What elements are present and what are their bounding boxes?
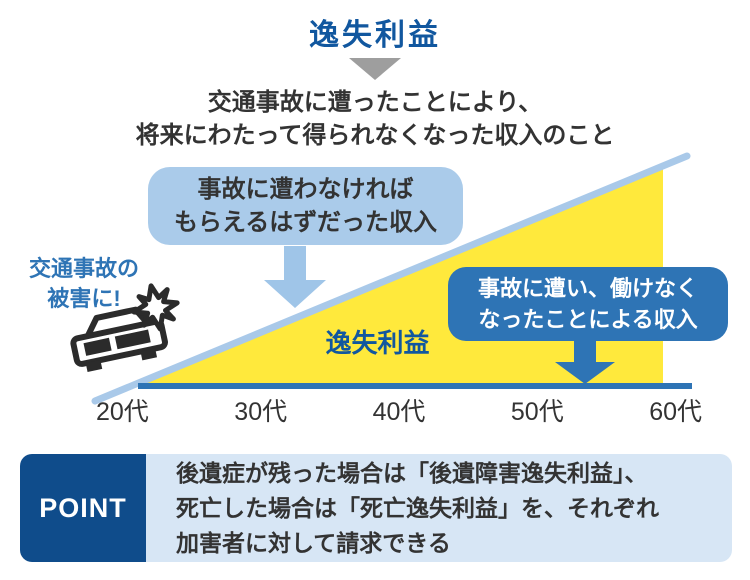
accident-victim-line-2: 被害に!: [47, 286, 121, 311]
x-axis-labels: 20代 30代 40代 50代 60代: [96, 392, 702, 428]
point-callout: POINT 後遺症が残った場合は「後遺障害逸失利益」、 死亡した場合は「死亡逸失…: [20, 454, 732, 562]
down-triangle-icon: [349, 58, 401, 80]
definition-text: 交通事故に遭ったことにより、 将来にわたって得られなくなった収入のこと: [0, 86, 750, 152]
x-axis-label-30s: 30代: [234, 398, 288, 426]
definition-line-2: 将来にわたって得られなくなった収入のこと: [135, 122, 615, 149]
definition-line-1: 交通事故に遭ったことにより、: [207, 89, 543, 116]
x-axis-label-50s: 50代: [510, 398, 564, 426]
expected-income-line-2: もらえるはずだった収入: [173, 209, 438, 236]
expected-income-line-1: 事故に遭わなければ: [197, 176, 414, 203]
lost-income-callout: 事故に遭い、働けなく なったことによる収入: [448, 267, 728, 341]
point-text: 後遺症が残った場合は「後遺障害逸失利益」、 死亡した場合は「死亡逸失利益」を、そ…: [146, 454, 732, 562]
point-badge: POINT: [20, 454, 146, 562]
lost-income-line-1: 事故に遭い、働けなく: [477, 276, 698, 301]
expected-income-arrow-icon: [264, 246, 326, 308]
x-axis-label-20s: 20代: [96, 398, 149, 426]
page-title: 逸失利益: [309, 19, 441, 52]
accident-victim-label: 交通事故の 被害に!: [8, 254, 160, 314]
lost-income-line-2: なったことによる収入: [478, 307, 698, 332]
expected-income-callout: 事故に遭わなければ もらえるはずだった収入: [148, 167, 463, 245]
lost-income-area-label: 逸失利益: [325, 328, 430, 358]
point-line-1: 後遺症が残った場合は「後遺障害逸失利益」、: [176, 459, 648, 486]
lost-income-arrow-icon: [555, 338, 615, 384]
point-line-2: 死亡した場合は「死亡逸失利益」を、それぞれ: [176, 494, 659, 521]
x-axis-label-60s: 60代: [649, 398, 702, 426]
point-line-3: 加害者に対して請求できる: [176, 529, 451, 556]
accident-victim-line-1: 交通事故の: [28, 256, 139, 281]
x-axis-label-40s: 40代: [372, 398, 426, 426]
